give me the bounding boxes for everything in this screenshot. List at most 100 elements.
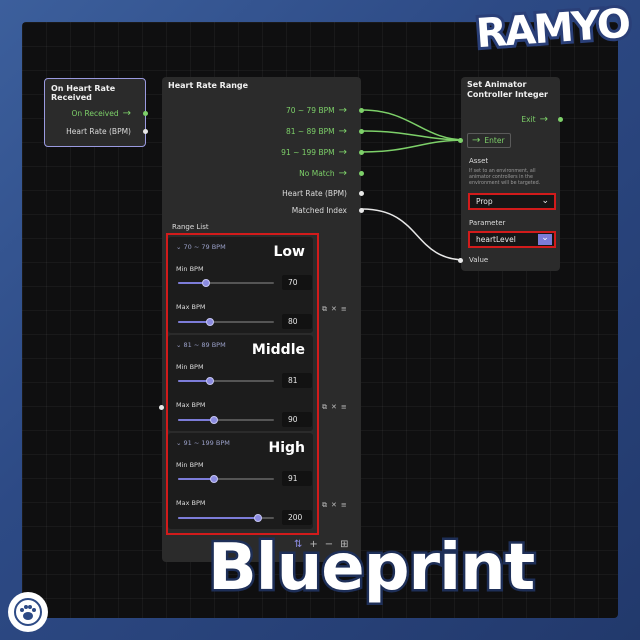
exec-arrow-icon: → bbox=[338, 146, 347, 158]
pin-dot[interactable] bbox=[458, 258, 463, 263]
pin-label: On Received bbox=[71, 109, 119, 118]
close-icon[interactable]: ✕ bbox=[331, 501, 337, 509]
node-heart-rate-range[interactable]: Heart Rate Range 70 ~ 79 BPM→ 81 ~ 89 BP… bbox=[159, 77, 364, 562]
slider-knob[interactable] bbox=[210, 475, 218, 483]
asset-note: If set to an environment, all animator c… bbox=[469, 169, 541, 186]
range-label: 91 ~ 199 BPM bbox=[183, 439, 230, 447]
blueprint-canvas[interactable]: On Heart Rate Received On Received → Hea… bbox=[22, 22, 618, 618]
range-list-toolbar: ⇅ + − ⊞ bbox=[294, 539, 349, 550]
slider-knob[interactable] bbox=[206, 377, 214, 385]
output-heart-rate[interactable]: Heart Rate (BPM) bbox=[282, 189, 347, 198]
pin-label: No Match bbox=[299, 169, 335, 178]
max-bpm-input[interactable]: 80 bbox=[282, 314, 312, 329]
chevron-down-icon: ⌄ bbox=[541, 196, 549, 206]
range-header[interactable]: ⌄ 91 ~ 199 BPM bbox=[176, 439, 230, 447]
slider-knob[interactable] bbox=[206, 318, 214, 326]
output-91-199[interactable]: 91 ~ 199 BPM→ bbox=[281, 146, 347, 158]
node-set-animator-controller-integer[interactable]: Set Animator Controller Integer Exit→ →E… bbox=[458, 77, 563, 271]
pin-dot[interactable] bbox=[159, 405, 164, 410]
min-bpm-label: Min BPM bbox=[176, 363, 204, 371]
chevron-down-icon: ⌄ bbox=[176, 243, 182, 251]
pin-dot[interactable] bbox=[458, 138, 463, 143]
pin-dot[interactable] bbox=[359, 191, 364, 196]
max-bpm-label: Max BPM bbox=[176, 401, 206, 409]
range-header[interactable]: ⌄ 81 ~ 89 BPM bbox=[176, 341, 226, 349]
slider-knob[interactable] bbox=[254, 514, 262, 522]
copy-icon[interactable]: ⧉ bbox=[322, 403, 327, 411]
output-70-79[interactable]: 70 ~ 79 BPM→ bbox=[285, 104, 347, 116]
close-icon[interactable]: ✕ bbox=[331, 305, 337, 313]
sort-icon[interactable]: ⇅ bbox=[294, 539, 303, 550]
range-card-middle[interactable]: ⌄ 81 ~ 89 BPM Middle Min BPM 81 Max BPM … bbox=[168, 335, 313, 431]
slider-knob[interactable] bbox=[210, 416, 218, 424]
range-actions-low: ⧉ ✕≡ bbox=[322, 305, 347, 314]
min-bpm-slider[interactable] bbox=[178, 377, 274, 385]
range-list-label: Range List bbox=[172, 223, 209, 231]
parameter-value: heartLevel bbox=[476, 235, 516, 244]
parameter-label: Parameter bbox=[469, 219, 506, 227]
copy-icon[interactable]: ⧉ bbox=[322, 501, 327, 509]
exec-arrow-icon: → bbox=[338, 167, 347, 179]
min-bpm-input[interactable]: 81 bbox=[282, 373, 312, 388]
pin-dot[interactable] bbox=[359, 108, 364, 113]
add-icon[interactable]: + bbox=[309, 539, 318, 550]
exec-arrow-icon: → bbox=[472, 134, 481, 146]
value-label: Value bbox=[469, 256, 489, 264]
output-no-match[interactable]: No Match→ bbox=[299, 167, 347, 179]
range-header[interactable]: ⌄ 70 ~ 79 BPM bbox=[176, 243, 226, 251]
exec-exit[interactable]: Exit→ bbox=[521, 114, 548, 124]
output-81-89[interactable]: 81 ~ 89 BPM→ bbox=[286, 125, 347, 137]
node-on-heart-rate-received[interactable]: On Heart Rate Received On Received → Hea… bbox=[44, 78, 148, 147]
max-bpm-input[interactable]: 200 bbox=[282, 510, 312, 525]
min-bpm-slider[interactable] bbox=[178, 475, 274, 483]
max-bpm-input[interactable]: 90 bbox=[282, 412, 312, 427]
pin-dot[interactable] bbox=[359, 171, 364, 176]
pin-heart-rate[interactable]: Heart Rate (BPM) bbox=[66, 127, 131, 136]
drag-handle-icon[interactable]: ≡ bbox=[340, 305, 347, 313]
paw-icon bbox=[14, 598, 42, 626]
grid-icon[interactable]: ⊞ bbox=[340, 539, 349, 550]
slider-knob[interactable] bbox=[202, 279, 210, 287]
wire-81-89 bbox=[361, 130, 468, 141]
wire-matched-index bbox=[361, 208, 467, 261]
max-bpm-slider[interactable] bbox=[178, 514, 274, 522]
max-bpm-slider[interactable] bbox=[178, 318, 274, 326]
min-bpm-input[interactable]: 91 bbox=[282, 471, 312, 486]
pin-on-received[interactable]: On Received → bbox=[71, 107, 131, 119]
asset-dropdown[interactable]: Prop ⌄ bbox=[468, 193, 556, 210]
exec-arrow-icon: → bbox=[122, 107, 131, 119]
min-bpm-label: Min BPM bbox=[176, 265, 204, 273]
pin-label: 70 ~ 79 BPM bbox=[285, 106, 335, 115]
pin-label: Heart Rate (BPM) bbox=[282, 189, 347, 198]
pin-dot[interactable] bbox=[143, 129, 148, 134]
min-bpm-slider[interactable] bbox=[178, 279, 274, 287]
close-icon[interactable]: ✕ bbox=[331, 403, 337, 411]
min-bpm-input[interactable]: 70 bbox=[282, 275, 312, 290]
range-card-high[interactable]: ⌄ 91 ~ 199 BPM High Min BPM 91 Max BPM 2… bbox=[168, 433, 313, 529]
enter-button[interactable]: →Enter bbox=[467, 133, 511, 148]
range-card-low[interactable]: ⌄ 70 ~ 79 BPM Low Min BPM 70 Max BPM 80 bbox=[168, 237, 313, 333]
range-actions-high: ⧉ ✕≡ bbox=[322, 501, 347, 510]
paw-badge-icon bbox=[8, 592, 48, 632]
output-matched-index[interactable]: Matched Index bbox=[292, 206, 347, 215]
copy-icon[interactable]: ⧉ bbox=[322, 305, 327, 313]
pin-dot[interactable] bbox=[359, 208, 364, 213]
node-title: Set Animator Controller Integer bbox=[467, 80, 548, 99]
max-bpm-slider[interactable] bbox=[178, 416, 274, 424]
node-title: Heart Rate Range bbox=[168, 81, 249, 90]
exec-arrow-icon: → bbox=[338, 104, 347, 116]
exec-arrow-icon: → bbox=[338, 125, 347, 137]
drag-handle-icon[interactable]: ≡ bbox=[340, 403, 347, 411]
pin-dot[interactable] bbox=[359, 129, 364, 134]
slider-fill bbox=[178, 282, 206, 284]
chevron-down-icon[interactable]: ⌄ bbox=[538, 234, 552, 245]
pin-dot[interactable] bbox=[143, 111, 148, 116]
remove-icon[interactable]: − bbox=[324, 539, 334, 550]
parameter-dropdown[interactable]: heartLevel ⌄ bbox=[468, 231, 556, 248]
drag-handle-icon[interactable]: ≡ bbox=[340, 501, 347, 509]
slider-fill bbox=[178, 419, 214, 421]
max-bpm-label: Max BPM bbox=[176, 303, 206, 311]
pin-dot[interactable] bbox=[558, 117, 563, 122]
wire-91-199 bbox=[361, 139, 468, 153]
pin-dot[interactable] bbox=[359, 150, 364, 155]
